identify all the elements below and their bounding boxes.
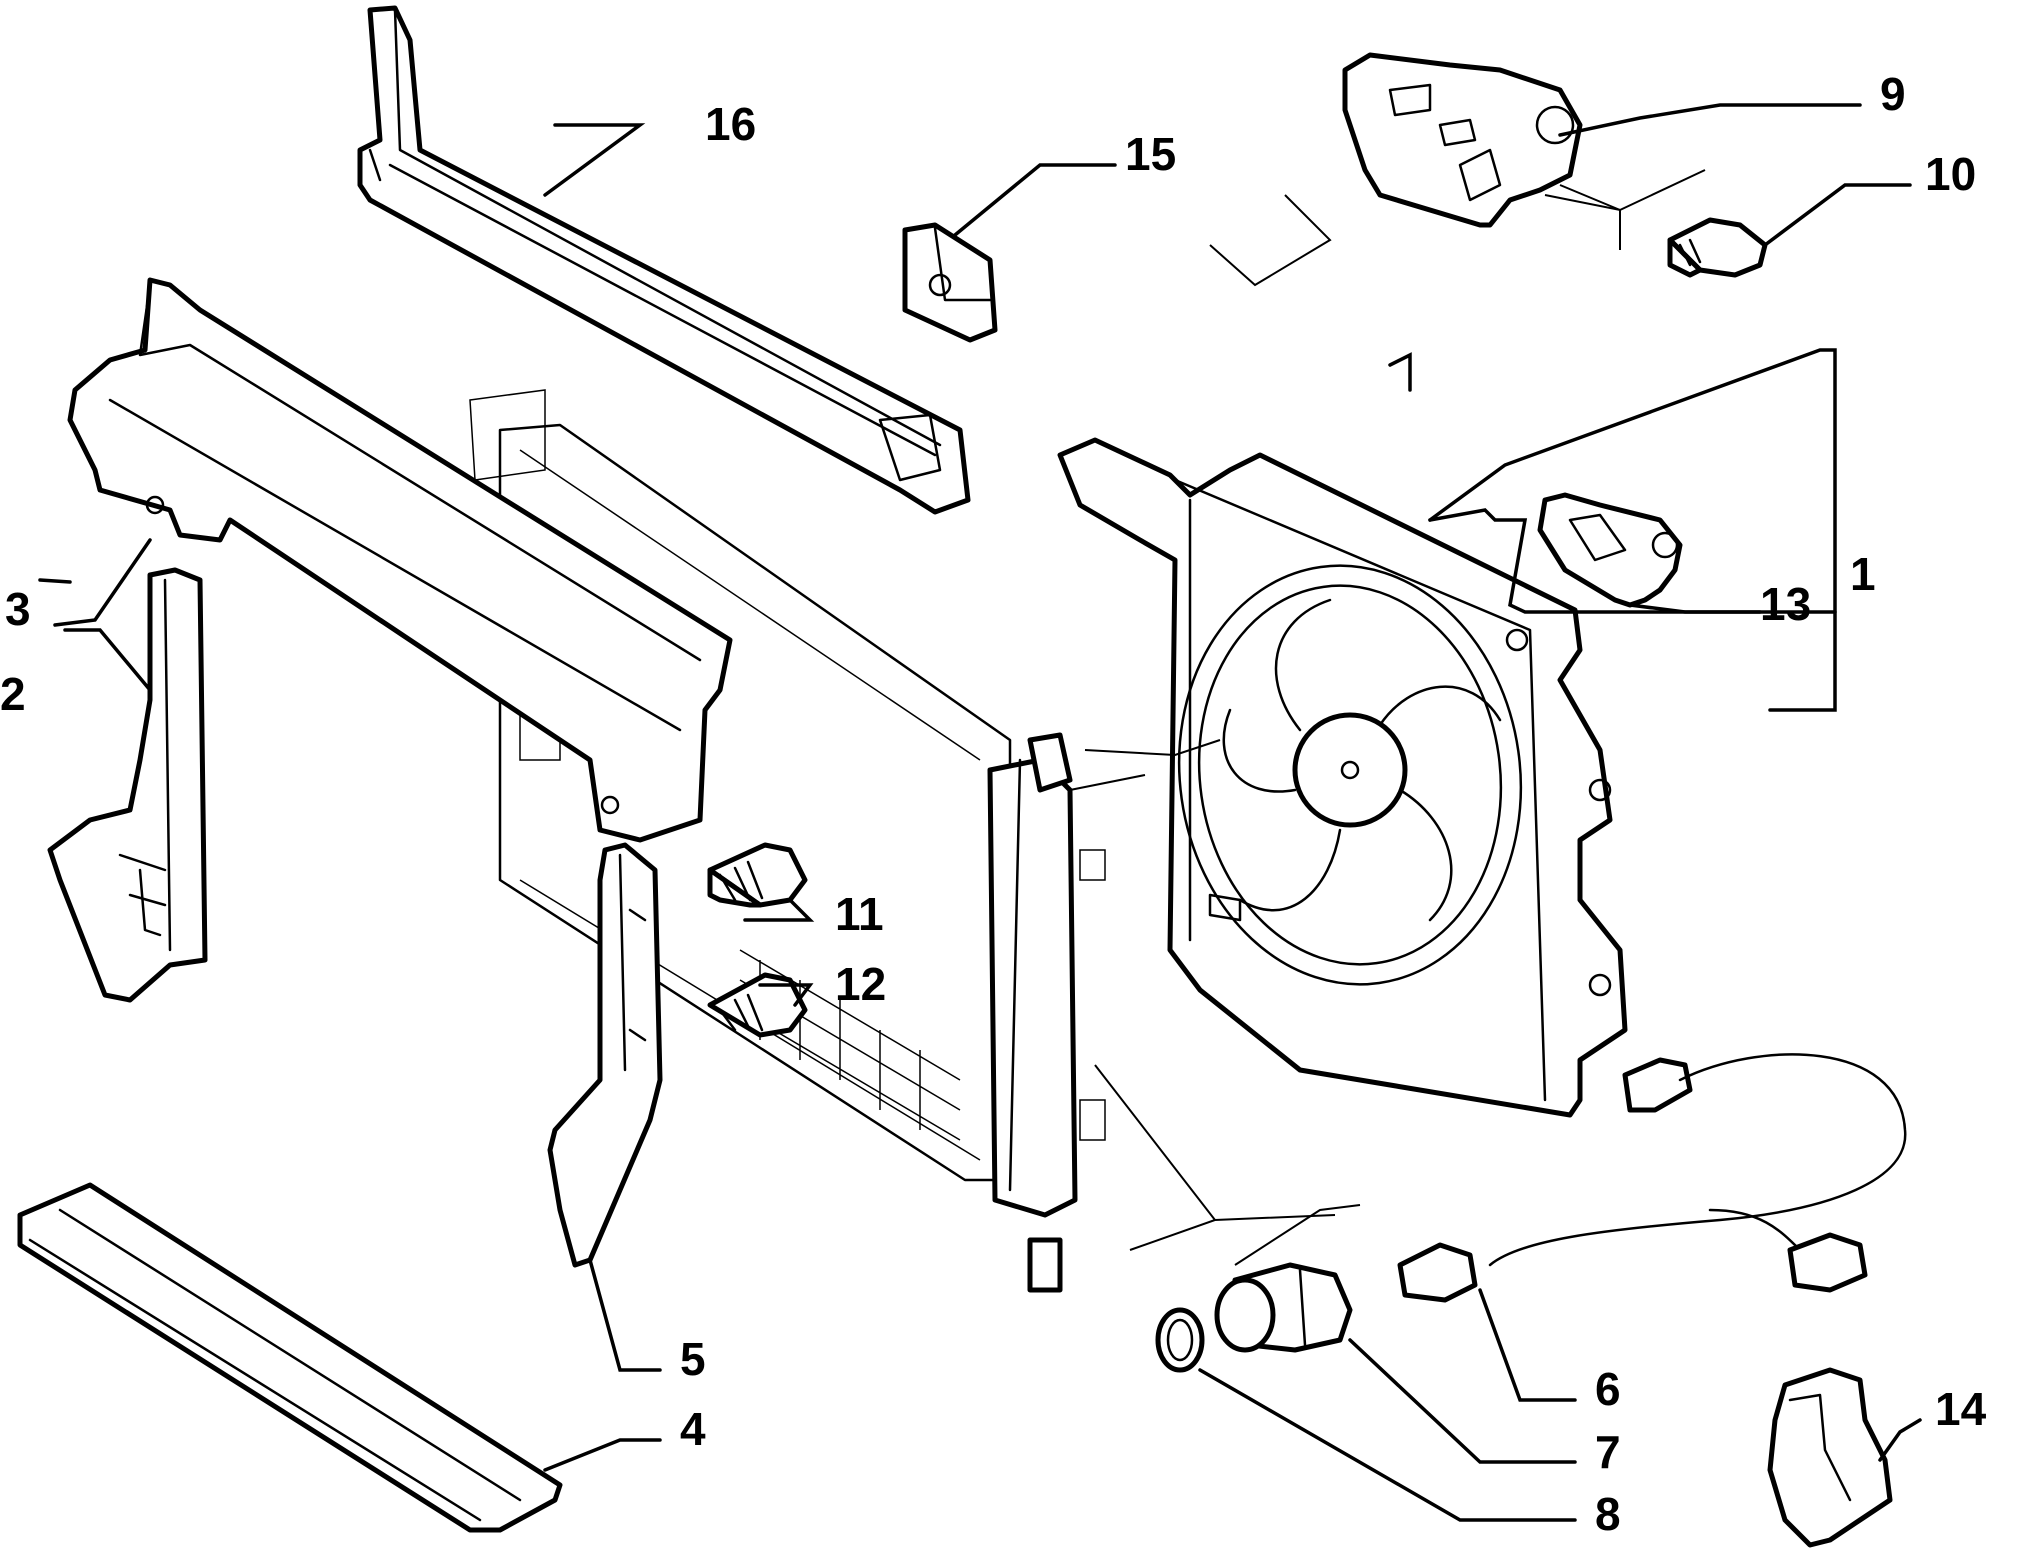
callout-16: 16: [705, 98, 756, 150]
callout-5: 5: [680, 1333, 706, 1385]
callout-2: 2: [0, 668, 26, 720]
callout-labels: 1 2 3 4 5 6 7 8 9 10 11 12 13 14 15 16: [0, 68, 1987, 1540]
part-5-center-side-guide: [547, 842, 663, 1268]
part-8-seal-ring: [1155, 1307, 1205, 1373]
callout-12: 12: [835, 958, 886, 1010]
part-9-resistor: [1342, 52, 1583, 228]
callout-6: 6: [1595, 1363, 1621, 1415]
callout-14: 14: [1935, 1383, 1987, 1435]
part-15-clip: [902, 222, 998, 343]
callout-8: 8: [1595, 1488, 1621, 1540]
part-3-crossmember: [67, 277, 733, 843]
radiator: [469, 389, 1106, 1293]
callout-13: 13: [1760, 578, 1811, 630]
part-13-resistor: [1537, 492, 1683, 608]
part-11-bolt: [707, 842, 808, 908]
callout-1: 1: [1850, 548, 1876, 600]
part-1-fan-assembly: [1057, 437, 1628, 1118]
callout-15: 15: [1125, 128, 1176, 180]
part-7-temperature-switch: [1214, 1262, 1353, 1353]
part-10-screw: [1667, 217, 1768, 278]
part-2-left-side-guide: [47, 567, 208, 1003]
part-12-bolt: [707, 972, 808, 1038]
callout-11: 11: [835, 888, 884, 940]
part-16-upper-crossbar: [357, 5, 971, 515]
callout-4: 4: [680, 1403, 706, 1455]
part-6-wiring-harness: [1397, 1053, 1907, 1303]
callout-10: 10: [1925, 148, 1976, 200]
callout-7: 7: [1595, 1426, 1621, 1478]
leader-lines: [38, 103, 1922, 1522]
part-14-bracket: [1767, 1367, 1893, 1548]
part-4-lower-strip: [17, 1182, 563, 1533]
callout-3: 3: [5, 583, 31, 635]
callout-9: 9: [1880, 68, 1906, 120]
